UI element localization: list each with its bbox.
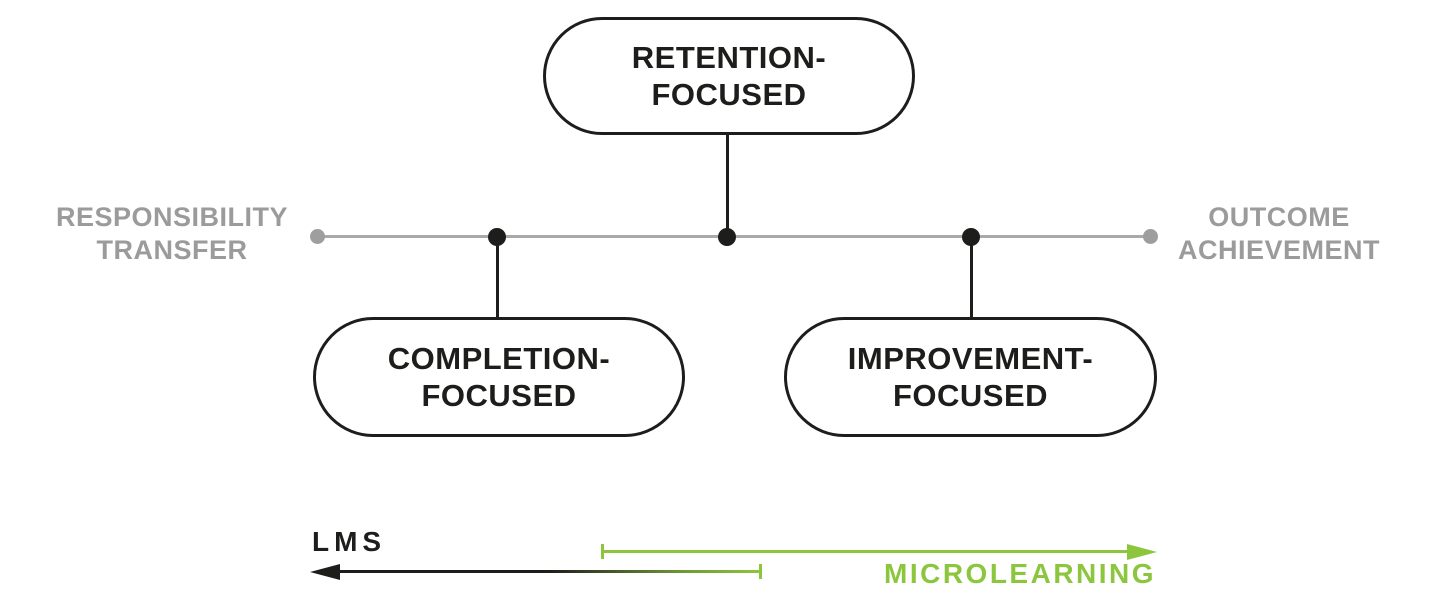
axis-dot-retention: [718, 228, 736, 246]
node-label-line: COMPLETION-: [387, 341, 611, 376]
node-completion-focused: COMPLETION- FOCUSED: [313, 317, 685, 437]
axis-label-line: OUTCOME: [1208, 202, 1350, 232]
lms-arrowhead-icon: [310, 563, 340, 580]
axis-endpoint-left-dot: [310, 229, 325, 244]
node-label-line: FOCUSED: [892, 378, 1049, 413]
microlearning-arrowhead-icon: [1127, 543, 1157, 560]
node-improvement-focused: IMPROVEMENT- FOCUSED: [784, 317, 1157, 437]
lms-label: LMS: [312, 526, 387, 557]
axis-label-responsibility-transfer: RESPONSIBILITY TRANSFER: [38, 201, 306, 267]
microlearning-arrow-shaft: [603, 550, 1127, 553]
lms-arrow-shaft: [338, 570, 760, 573]
axis-label-outcome-achievement: OUTCOME ACHIEVEMENT: [1168, 201, 1390, 267]
axis-label-line: TRANSFER: [96, 235, 248, 265]
axis-label-line: RESPONSIBILITY: [55, 202, 289, 232]
node-retention-focused: RETENTION- FOCUSED: [543, 17, 915, 135]
node-label-line: RETENTION-: [631, 40, 827, 75]
node-label-line: FOCUSED: [421, 378, 577, 413]
connector-retention: [726, 134, 729, 237]
connector-completion: [496, 237, 499, 319]
axis-endpoint-right-dot: [1143, 229, 1158, 244]
node-label-line: IMPROVEMENT-: [847, 341, 1094, 376]
axis-label-line: ACHIEVEMENT: [1177, 235, 1380, 265]
microlearning-label: MICROLEARNING: [884, 558, 1157, 589]
lms-end-tick: [759, 564, 762, 579]
node-label-line: FOCUSED: [651, 77, 807, 112]
microlearning-start-tick: [601, 544, 604, 559]
connector-improvement: [970, 237, 973, 319]
